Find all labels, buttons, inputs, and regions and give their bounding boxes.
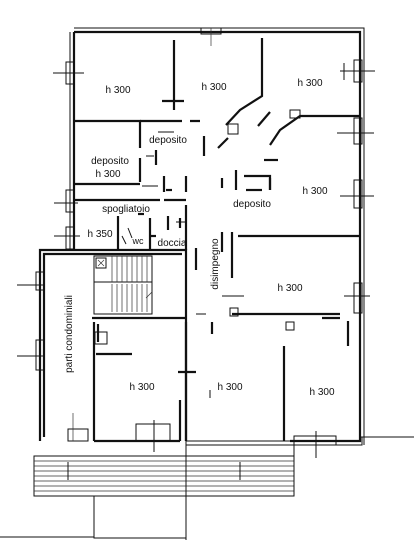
entrance-steps xyxy=(0,436,414,540)
label-doccia: doccia xyxy=(158,238,187,249)
label-deposito-1: deposito xyxy=(149,135,187,146)
label-room-n: h 300 xyxy=(201,82,226,93)
room-labels: h 300 h 300 h 300 deposito deposito h 30… xyxy=(64,78,335,398)
label-room-e: h 300 xyxy=(302,186,327,197)
label-deposito-2: deposito xyxy=(91,156,129,167)
label-deposito-2-height: h 300 xyxy=(95,169,120,180)
door-marks xyxy=(94,99,340,398)
label-spogliatoio: spogliatoio xyxy=(102,204,150,215)
label-room-s: h 300 xyxy=(217,382,242,393)
staircase xyxy=(93,255,153,315)
window-marks xyxy=(17,27,375,458)
label-room-nw: h 300 xyxy=(105,85,130,96)
label-room-ne: h 300 xyxy=(297,78,322,89)
interior-walls xyxy=(74,38,360,441)
label-wc: wc xyxy=(132,236,144,246)
label-room-e2: h 300 xyxy=(277,283,302,294)
label-room-sw: h 300 xyxy=(129,382,154,393)
label-disimpegno: disimpegno xyxy=(210,238,221,290)
label-parti-condominiali: parti condominiali xyxy=(64,295,75,373)
label-deposito-3: deposito xyxy=(233,199,271,210)
label-room-se: h 300 xyxy=(309,387,334,398)
label-spogliatoio-height: h 350 xyxy=(87,229,112,240)
